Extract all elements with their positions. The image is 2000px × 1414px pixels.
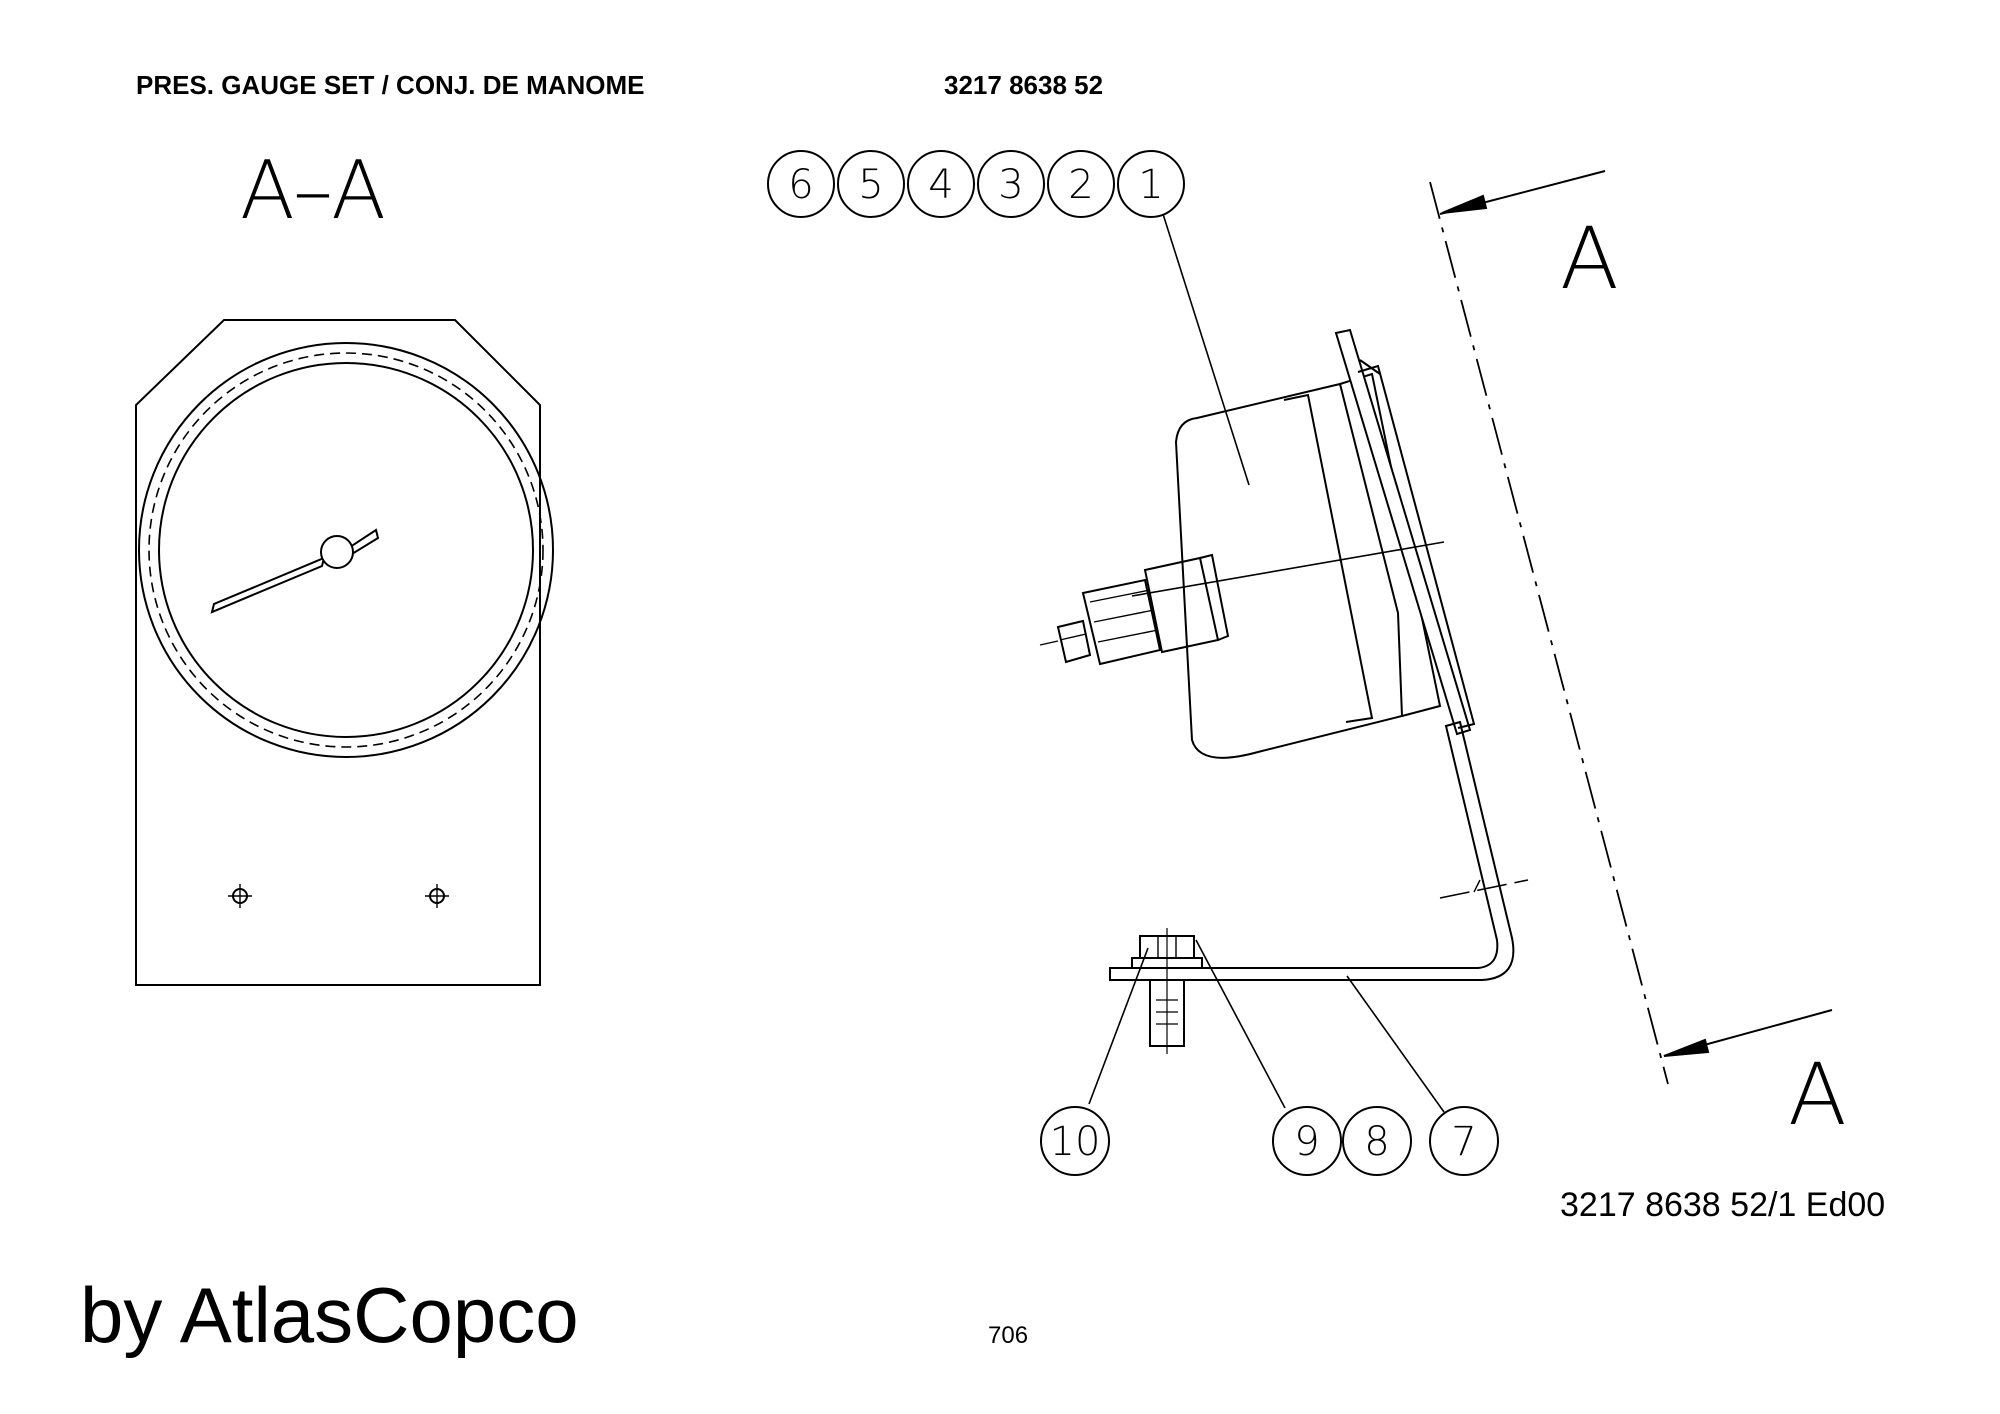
balloon-1: 1 (1138, 162, 1163, 208)
drawing-title: PRES. GAUGE SET / CONJ. DE MANOME (136, 70, 645, 100)
gauge-connector (1039, 553, 1230, 666)
leader-lines (1088, 213, 1445, 1113)
bolt-assembly (1131, 928, 1203, 1054)
balloon-7: 7 (1451, 1119, 1476, 1165)
mounting-hole-left (228, 884, 252, 908)
section-cut-line (1429, 170, 1833, 1085)
section-marker-top: A (1560, 209, 1619, 309)
balloon-5: 5 (858, 162, 883, 208)
drawing-reference: 3217 8638 52/1 Ed00 (1560, 1186, 1886, 1224)
balloon-group-bottom (1040, 1106, 1499, 1176)
part-number: 3217 8638 52 (944, 70, 1104, 100)
gauge-dial (138, 342, 554, 758)
mounting-bracket (1109, 720, 1529, 981)
balloon-4: 4 (928, 162, 953, 208)
balloon-10: 10 (1050, 1119, 1101, 1165)
mounting-hole-right (425, 884, 449, 908)
balloon-3: 3 (998, 162, 1023, 208)
section-view-label: A–A (240, 144, 386, 237)
balloon-group-top (767, 150, 1185, 218)
gauge-needle (210, 528, 380, 614)
gauge-body (1131, 328, 1476, 759)
front-view-bracket-plate (135, 319, 541, 986)
balloon-6: 6 (788, 162, 813, 208)
section-marker-bottom: A (1788, 1045, 1847, 1145)
balloon-8: 8 (1364, 1119, 1389, 1165)
page-number: 706 (988, 1322, 1029, 1349)
balloon-2: 2 (1068, 162, 1093, 208)
balloon-9: 9 (1294, 1119, 1319, 1165)
brand-text: by AtlasCopco (80, 1271, 579, 1359)
